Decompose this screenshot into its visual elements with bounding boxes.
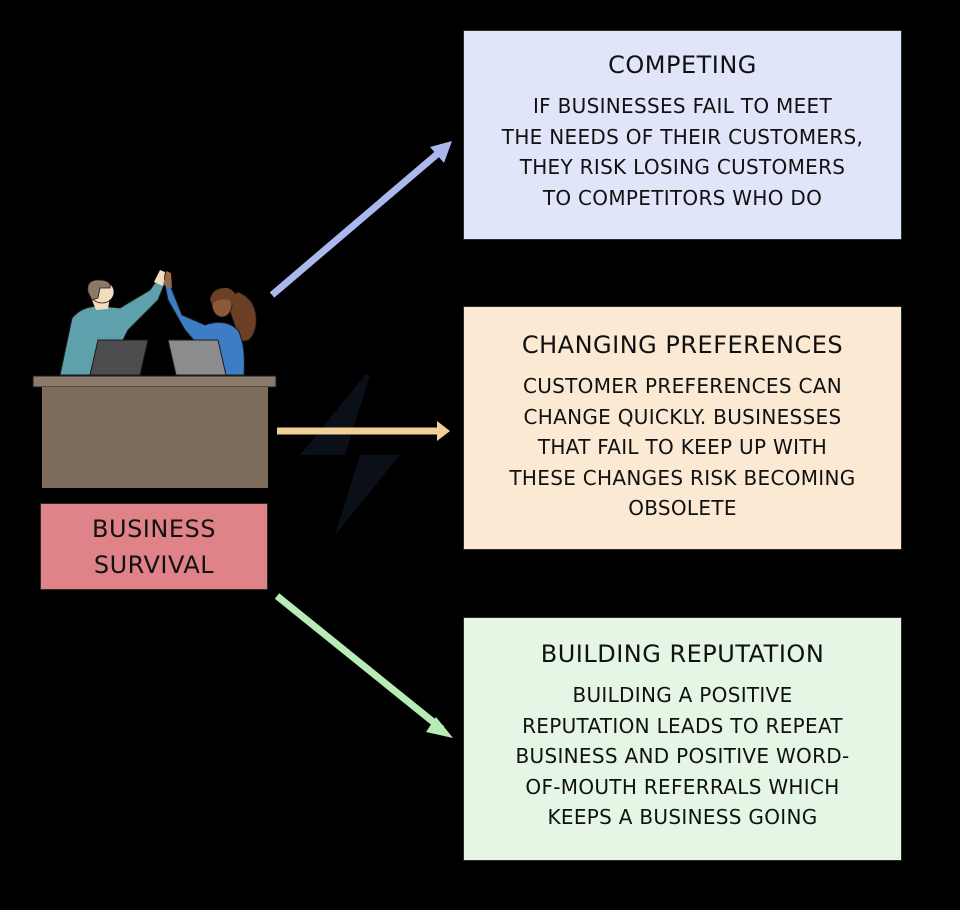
- body-line: OBSOLETE: [628, 496, 737, 520]
- survival-line-1: BUSINESS: [92, 514, 216, 543]
- laptop-left-icon: [89, 339, 149, 376]
- competing-title: COMPETING: [608, 51, 757, 79]
- arrow-to-competing: [269, 141, 452, 298]
- business-survival-label: BUSINESS SURVIVAL: [40, 503, 268, 590]
- body-line: BUILDING A POSITIVE: [572, 683, 793, 707]
- body-line: CHANGE QUICKLY. BUSINESSES: [523, 404, 842, 429]
- body-line: KEEPS A BUSINESS GOING: [547, 805, 818, 829]
- laptop-right-icon: [167, 339, 227, 376]
- desk-top: [32, 375, 277, 388]
- body-line: REPUTATION LEADS TO REPEAT: [522, 713, 843, 738]
- changing-preferences-box: CHANGING PREFERENCES CUSTOMER PREFERENCE…: [463, 306, 902, 550]
- body-line: BUSINESS AND POSITIVE WORD-: [515, 744, 850, 768]
- arrow-to-reputation: [274, 593, 453, 738]
- body-line: IF BUSINESSES FAIL TO MEET: [532, 94, 832, 118]
- survival-line-2: SURVIVAL: [93, 550, 215, 579]
- desk-illustration: [32, 270, 277, 488]
- person-woman-icon: [164, 271, 257, 376]
- body-line: TO COMPETITORS WHO DO: [542, 185, 823, 210]
- changing-preferences-body: CUSTOMER PREFERENCES CAN CHANGE QUICKLY.…: [509, 371, 855, 524]
- body-line: OF-MOUTH REFERRALS WHICH: [525, 774, 840, 799]
- desk-body: [42, 387, 268, 488]
- person-man-icon: [59, 270, 167, 376]
- watermark-bolt-icon: [300, 375, 400, 535]
- building-reputation-body: BUILDING A POSITIVE REPUTATION LEADS TO …: [515, 680, 849, 833]
- competing-body: IF BUSINESSES FAIL TO MEET THE NEEDS OF …: [502, 91, 863, 213]
- competing-box: COMPETING IF BUSINESSES FAIL TO MEET THE…: [463, 30, 902, 240]
- building-reputation-title: BUILDING REPUTATION: [540, 640, 825, 668]
- body-line: THE NEEDS OF THEIR CUSTOMERS,: [501, 124, 864, 149]
- body-line: THAT FAIL TO KEEP UP WITH: [537, 435, 828, 459]
- changing-preferences-title: CHANGING PREFERENCES: [521, 331, 844, 359]
- building-reputation-box: BUILDING REPUTATION BUILDING A POSITIVE …: [463, 617, 902, 861]
- body-line: CUSTOMER PREFERENCES CAN: [522, 374, 843, 398]
- body-line: THESE CHANGES RISK BECOMING: [509, 465, 856, 490]
- arrow-to-changing: [277, 421, 450, 441]
- body-line: THEY RISK LOSING CUSTOMERS: [519, 155, 846, 179]
